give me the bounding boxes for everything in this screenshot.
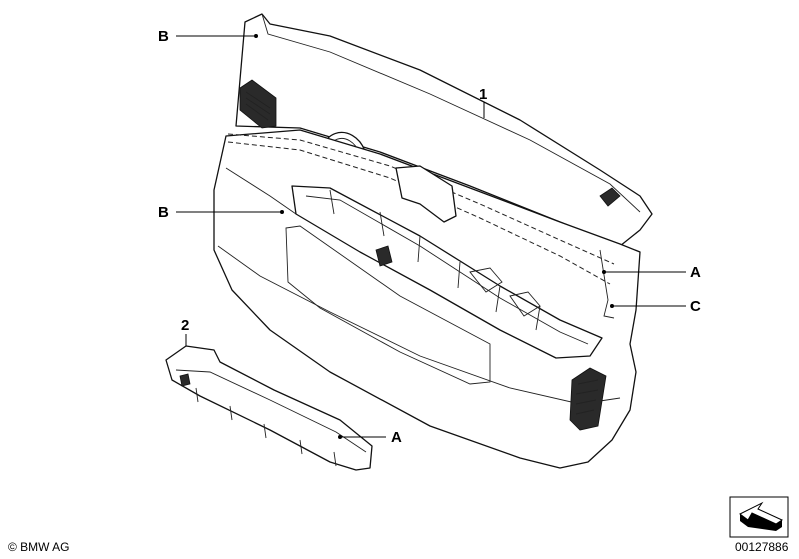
leader-dots bbox=[254, 34, 614, 439]
door-trim-panel bbox=[213, 13, 653, 469]
view-orientation-arrow-icon bbox=[729, 496, 789, 538]
callout-c-right: C bbox=[690, 298, 701, 315]
callout-b-mid: B bbox=[158, 204, 169, 221]
copyright-text: © BMW AG bbox=[8, 540, 70, 554]
callout-part-2: 2 bbox=[181, 317, 189, 334]
callout-a-right: A bbox=[690, 264, 701, 281]
callout-part-1: 1 bbox=[479, 86, 487, 103]
callout-a-lower: A bbox=[391, 429, 402, 446]
armrest-trim-strip bbox=[165, 345, 373, 471]
leader-lines bbox=[176, 35, 686, 438]
diagram-number: 00127886 bbox=[735, 540, 789, 554]
callout-b-top: B bbox=[158, 28, 169, 45]
